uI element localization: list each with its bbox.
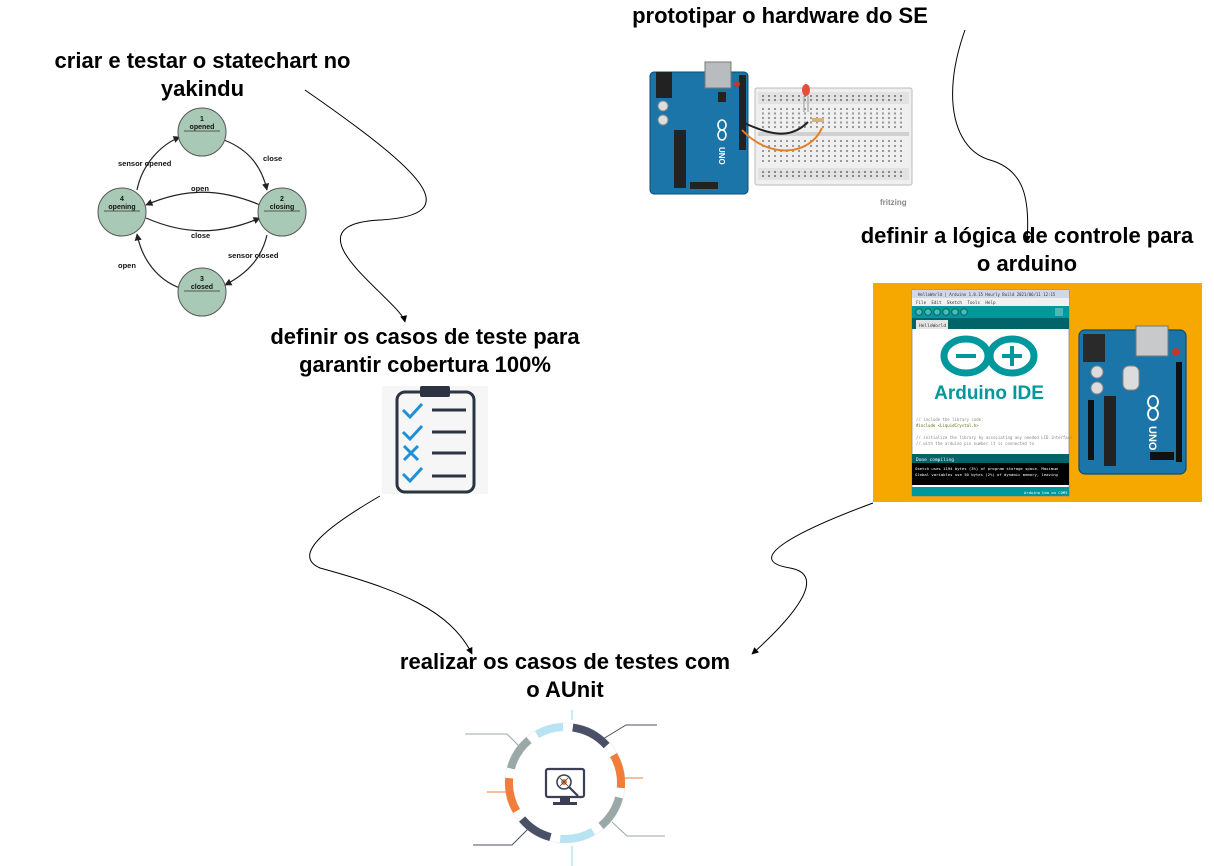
aunit-ring-segment xyxy=(505,777,521,813)
led-icon xyxy=(802,84,810,112)
ide-board-status: Arduino Uno on COM3 xyxy=(1024,490,1067,495)
state-closing: 2 closing xyxy=(257,187,307,237)
state-opening-name: opening xyxy=(108,204,135,211)
ide-status-text: Done compiling xyxy=(916,457,954,463)
state-closed-num: 3 xyxy=(200,276,204,283)
ide-toolbar xyxy=(915,308,1063,316)
ide-toolbar-button[interactable] xyxy=(960,308,968,316)
step-title-statechart-line2: yakindu xyxy=(160,76,245,101)
step-title-aunit: realizar os casos de testes com o AUnit xyxy=(375,648,755,704)
connector-testcases-to-aunit xyxy=(309,495,473,655)
transition-opened-to-closing xyxy=(223,139,270,191)
label-open-bottom: open xyxy=(118,261,136,270)
step-title-statechart-line1: criar e testar o statechart no xyxy=(54,48,351,73)
label-close-top: close xyxy=(263,154,282,163)
ide-menu-item[interactable]: Sketch xyxy=(947,300,963,305)
breadboard-image xyxy=(754,87,913,186)
wire-black xyxy=(741,121,809,135)
ide-console: Sketch uses 1194 bytes (3%) of program s… xyxy=(915,466,1059,477)
arduino-ide-image: HelloWorld | Arduino 1.8.15 Hourly Build… xyxy=(873,283,1202,502)
ide-code-line: // include the library code: xyxy=(916,417,983,422)
aunit-ring-segment xyxy=(519,816,552,841)
aunit-ring-segment xyxy=(572,723,610,749)
aunit-ring-segment xyxy=(609,753,625,789)
ide-toolbar-button[interactable] xyxy=(942,308,950,316)
step-title-hardware-line1: prototipar o hardware do SE xyxy=(632,3,928,28)
ide-menu-item[interactable]: Tools xyxy=(967,300,980,305)
step-title-aunit-line2: o AUnit xyxy=(526,677,604,702)
ide-code-area: // include the library code:#include <Li… xyxy=(916,417,1073,446)
fritzing-credit: fritzing xyxy=(880,198,907,207)
ide-menu-item[interactable]: Edit xyxy=(931,300,942,305)
aunit-cycle-graphic xyxy=(465,710,665,866)
ide-menu-item[interactable]: Help xyxy=(985,300,996,305)
label-sensor-closed: sensor closed xyxy=(228,251,279,260)
step-title-logic-line2: o arduino xyxy=(976,251,1078,276)
label-open-middle: open xyxy=(191,184,209,193)
connector-hardware-to-logic xyxy=(952,29,1031,243)
aunit-ring xyxy=(505,723,625,843)
aunit-leader-bottom-left xyxy=(473,828,529,846)
ide-code-line: #include <LiquidCrystal.h> xyxy=(916,423,979,428)
arduino-board-image: UNO xyxy=(649,61,749,195)
state-opened-num: 1 xyxy=(200,116,204,123)
ide-console-line: Global variables use 50 bytes (2%) of dy… xyxy=(915,472,1058,477)
state-closing-name: closing xyxy=(270,204,295,211)
state-closed: 3 closed xyxy=(177,267,227,317)
transition-closed-to-opening xyxy=(134,233,181,289)
ide-code-line: // initialize the library by associating… xyxy=(916,435,1073,440)
step-title-testcases-line2: garantir cobertura 100% xyxy=(299,352,551,377)
aunit-ring-segment xyxy=(598,796,623,829)
monitor-bug-icon xyxy=(544,767,586,805)
step-title-testcases: definir os casos de teste para garantir … xyxy=(245,323,605,379)
connector-logic-to-aunit xyxy=(751,502,874,655)
ide-menu-bar: File Edit Sketch Tools Help xyxy=(916,300,996,305)
state-opened: 1 opened xyxy=(177,107,227,157)
board-uno-label: UNO xyxy=(717,147,726,165)
aunit-leader-top-left xyxy=(465,733,521,748)
step-title-aunit-line1: realizar os casos de testes com xyxy=(399,649,731,674)
resistor-icon xyxy=(812,118,824,122)
connector-statechart-to-testcases xyxy=(304,89,427,323)
aunit-leader-top-right xyxy=(597,724,657,743)
checklist-icon xyxy=(382,386,488,494)
arduino-infinity-logo-icon xyxy=(940,335,1038,377)
ide-toolbar-button[interactable] xyxy=(924,308,932,316)
ide-toolbar-button[interactable] xyxy=(951,308,959,316)
state-opening: 4 opening xyxy=(97,187,147,237)
wire-orange xyxy=(741,127,823,152)
ide-menu-item[interactable]: File xyxy=(916,300,927,305)
state-opened-name: opened xyxy=(190,124,215,131)
aunit-ring-segment xyxy=(535,723,564,739)
ide-window-title: HelloWorld | Arduino 1.8.15 Hourly Build… xyxy=(918,292,1056,297)
label-sensor-opened: sensor opened xyxy=(118,159,172,168)
ide-logo-text: Arduino IDE xyxy=(934,383,1044,404)
ide-code-line: // with the arduino pin number it is con… xyxy=(916,441,1035,446)
transition-closing-to-closed xyxy=(224,234,268,286)
step-title-hardware: prototipar o hardware do SE xyxy=(590,2,970,30)
uno-board-label: UNO xyxy=(1146,426,1158,451)
state-opening-num: 4 xyxy=(120,196,124,203)
step-title-testcases-line1: definir os casos de teste para xyxy=(270,324,580,349)
step-title-statechart: criar e testar o statechart no yakindu xyxy=(30,47,375,103)
ide-tab-label: HelloWorld xyxy=(919,323,946,329)
aunit-leader-bottom-right xyxy=(611,821,665,837)
ide-console-line: Sketch uses 1194 bytes (3%) of program s… xyxy=(915,466,1059,471)
transition-closing-to-opening xyxy=(145,191,261,206)
aunit-ring-segment xyxy=(507,737,532,770)
hardware-prototype-image: UNO fritzing xyxy=(649,61,913,207)
transition-opening-to-opened xyxy=(136,136,181,191)
aunit-ring-segment xyxy=(559,827,595,843)
state-closed-name: closed xyxy=(191,284,213,291)
statechart-diagram: close sensor opened open close sensor cl… xyxy=(97,107,307,317)
transition-opening-to-closing xyxy=(145,217,261,232)
state-closing-num: 2 xyxy=(280,196,284,203)
ide-toolbar-button[interactable] xyxy=(933,308,941,316)
arduino-uno-board-image: UNO xyxy=(1078,325,1187,475)
ide-serial-monitor-button[interactable] xyxy=(1055,308,1063,316)
label-close-middle: close xyxy=(191,231,210,240)
ide-toolbar-button[interactable] xyxy=(915,308,923,316)
